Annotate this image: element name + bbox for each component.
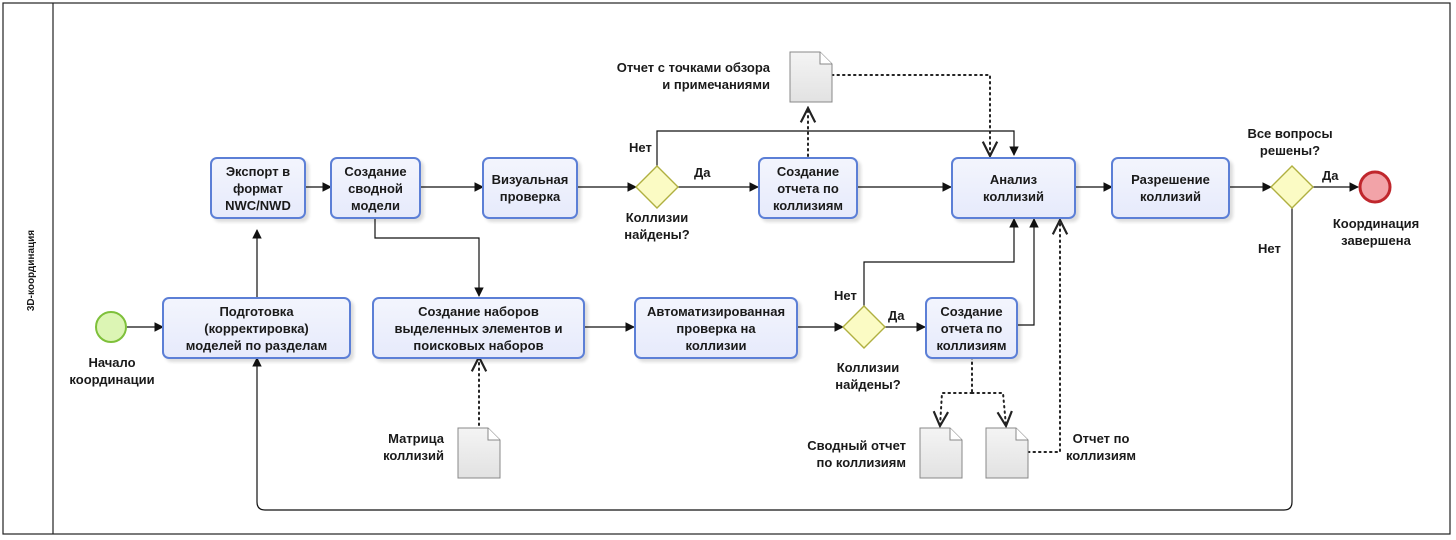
task-visual-check[interactable]: Визуальная проверка bbox=[482, 157, 578, 219]
gateway-collisions-found-1 bbox=[635, 165, 679, 209]
task-sets[interactable]: Создание наборов выделенных элементов и … bbox=[372, 297, 585, 359]
assoc-split-summary-report bbox=[940, 392, 973, 426]
gateway-2-question: Коллизии найдены? bbox=[835, 360, 901, 392]
gateway-all-resolved bbox=[1270, 165, 1314, 209]
gateway-3-question: Все вопросы решены? bbox=[1247, 126, 1333, 158]
lane-label: 3D-координация bbox=[12, 190, 52, 350]
document-clash-matrix-label: Матрица коллизий bbox=[383, 431, 444, 463]
end-event-label: Координация завершена bbox=[1332, 216, 1420, 248]
flow-g3-prepare bbox=[252, 208, 1293, 511]
document-summary-report-label: Сводный отчет по коллизиям bbox=[807, 438, 906, 470]
task-analysis[interactable]: Анализ коллизий bbox=[951, 157, 1076, 219]
gateway-2-no-label: Нет bbox=[834, 288, 857, 303]
gateway-3-no-label: Нет bbox=[1258, 241, 1281, 256]
lane-label-text: 3D-координация bbox=[26, 229, 38, 311]
task-report-2[interactable]: Создание отчета по коллизиям bbox=[925, 297, 1018, 359]
flow-g1-analysis bbox=[656, 130, 1019, 166]
start-event-label: Начало координации bbox=[69, 355, 155, 387]
flow-g2-analysis bbox=[863, 218, 1019, 306]
gateway-1-question: Коллизии найдены? bbox=[624, 210, 690, 242]
flow-summary-sets bbox=[374, 217, 484, 297]
gateway-1-yes-label: Да bbox=[694, 165, 711, 180]
document-clash-report-label: Отчет по коллизиям bbox=[1065, 431, 1137, 463]
task-report-1[interactable]: Создание отчета по коллизиям bbox=[758, 157, 858, 219]
assoc-split-clash-report bbox=[971, 392, 1006, 426]
gateway-2-yes-label: Да bbox=[888, 308, 905, 323]
task-summary-model[interactable]: Создание сводной модели bbox=[330, 157, 421, 219]
document-viewpoints-report-label: Отчет с точками обзора и примечаниями bbox=[616, 60, 770, 92]
task-export[interactable]: Экспорт в формат NWC/NWD bbox=[210, 157, 306, 219]
start-event bbox=[95, 311, 127, 343]
task-prepare[interactable]: Подготовка (корректировка) моделей по ра… bbox=[162, 297, 351, 359]
gateway-1-no-label: Нет bbox=[629, 140, 652, 155]
assoc-clash-report-analysis bbox=[1027, 220, 1060, 453]
task-resolution[interactable]: Разрешение коллизий bbox=[1111, 157, 1230, 219]
gateway-collisions-found-2 bbox=[842, 305, 886, 349]
flow-report2-analysis bbox=[1017, 218, 1039, 326]
assoc-viewpoints-analysis bbox=[831, 74, 990, 156]
end-event bbox=[1358, 170, 1392, 204]
task-auto-check[interactable]: Автоматизированная проверка на коллизии bbox=[634, 297, 798, 359]
gateway-3-yes-label: Да bbox=[1322, 168, 1339, 183]
